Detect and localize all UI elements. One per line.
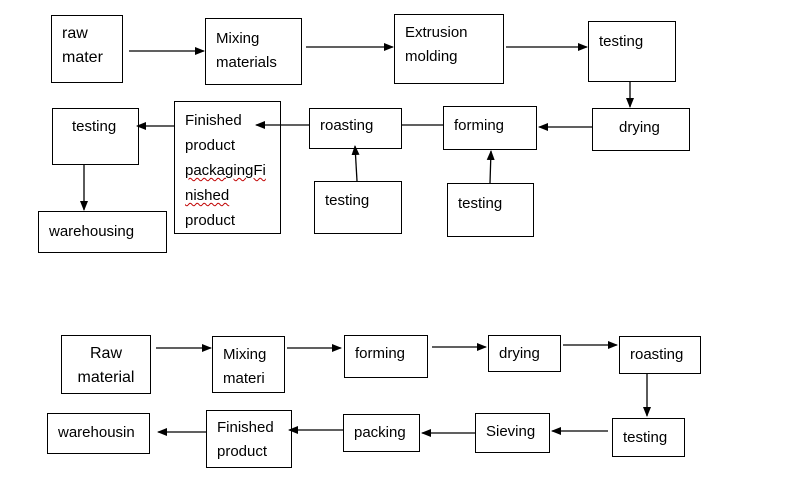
top-extrusion-node: Extrusion molding: [394, 14, 504, 84]
top-drying-label: drying: [619, 119, 660, 136]
top-finished-line-2: product: [185, 137, 236, 154]
bottom-drying-node: drying: [488, 335, 561, 372]
bottom-raw-material-line-1: Raw: [89, 345, 122, 362]
bottom-roasting-node: roasting: [619, 336, 701, 374]
top-extrusion-line-2: molding: [405, 48, 458, 65]
top-finished-line-3: packagingFi: [185, 162, 266, 179]
top-forming-node: forming: [443, 106, 537, 150]
top-forming-testing-label: testing: [458, 195, 503, 212]
bottom-testing-node: testing: [612, 418, 685, 457]
bottom-mixing-node: Mixing materi: [212, 336, 285, 393]
arrow-testing-to-forming: [486, 150, 495, 184]
top-roasting-label: roasting: [320, 117, 374, 134]
bottom-packing-node: packing: [343, 414, 420, 452]
bottom-finished-line-1: Finished: [217, 419, 274, 436]
top-raw-material-line-2: mater: [62, 49, 103, 66]
top-testing-2-node: testing: [52, 108, 139, 165]
bottom-warehousing-node: warehousin: [47, 413, 150, 454]
bottom-finished-product-node: Finished product: [206, 410, 292, 468]
top-finished-line-1: Finished: [185, 112, 242, 129]
bottom-forming-label: forming: [355, 345, 406, 362]
bottom-packing-label: packing: [354, 424, 406, 441]
top-raw-material-line-1: raw: [62, 25, 88, 42]
bottom-mixing-line-1: Mixing: [223, 346, 267, 363]
top-extrusion-line-1: Extrusion: [405, 24, 468, 41]
bottom-raw-material-node: Raw material: [61, 335, 151, 394]
top-roasting-testing-node: testing: [314, 181, 402, 234]
top-finished-line-5: product: [185, 212, 236, 229]
bottom-sieving-node: Sieving: [475, 413, 550, 453]
top-mixing-line-2: materials: [216, 54, 277, 71]
top-forming-testing-node: testing: [447, 183, 534, 237]
top-mixing-node: Mixing materials: [205, 18, 302, 85]
top-raw-material-node: raw mater: [51, 15, 123, 83]
top-roasting-node: roasting: [309, 108, 402, 149]
top-warehousing-label: warehousing: [49, 223, 135, 240]
top-forming-label: forming: [454, 117, 505, 134]
bottom-drying-label: drying: [499, 345, 540, 362]
top-roasting-testing-label: testing: [325, 192, 370, 209]
top-drying-node: drying: [592, 108, 690, 151]
top-testing-2-label: testing: [72, 118, 117, 135]
bottom-sieving-label: Sieving: [486, 423, 536, 440]
arrow-testing-to-roasting: [351, 145, 360, 182]
top-testing-1-label: testing: [599, 33, 644, 50]
bottom-forming-node: forming: [344, 335, 428, 378]
top-testing-1-node: testing: [588, 21, 676, 82]
top-finished-line-4: nished: [185, 187, 230, 204]
bottom-warehousing-label: warehousin: [58, 424, 135, 441]
bottom-roasting-label: roasting: [630, 346, 684, 363]
top-mixing-line-1: Mixing: [216, 30, 260, 47]
bottom-raw-material-line-2: material: [77, 369, 135, 386]
bottom-finished-line-2: product: [217, 443, 268, 460]
bottom-testing-label: testing: [623, 429, 668, 446]
bottom-mixing-line-2: materi: [223, 370, 265, 387]
top-warehousing-node: warehousing: [38, 211, 167, 253]
